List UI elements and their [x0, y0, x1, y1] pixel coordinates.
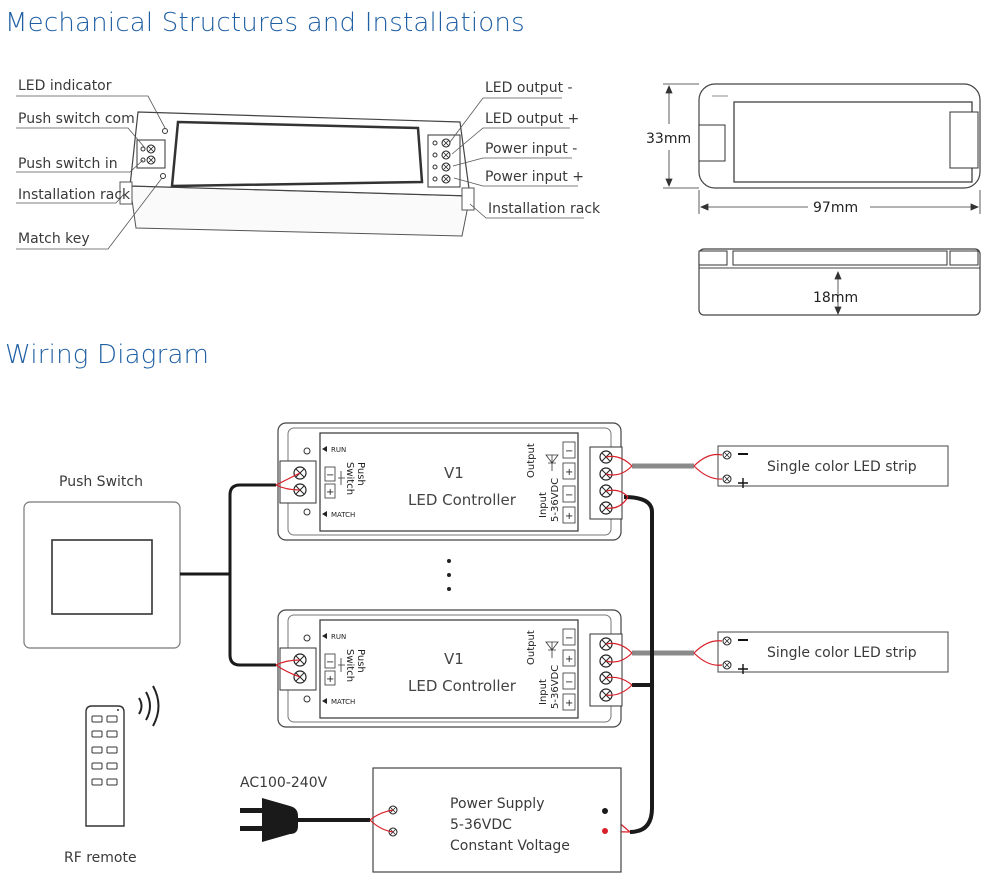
c1-switch: Switch [344, 462, 355, 495]
label-led-indicator: LED indicator [18, 78, 112, 94]
ac-label: AC100-240V [240, 775, 328, 791]
output-cables [605, 453, 723, 666]
c1-run: RUN [331, 446, 346, 454]
left-leaders [16, 95, 166, 250]
c1-out-plus: + [565, 467, 573, 478]
power-bus [605, 489, 654, 834]
rf-remote [85, 685, 160, 827]
c2-in-plus: + [565, 698, 573, 709]
push-switch-wires [180, 483, 276, 667]
push-switch [23, 501, 181, 649]
title-wiring: Wiring Diagram [5, 340, 210, 370]
dim-depth: 18mm [813, 290, 858, 306]
controller-1 [277, 422, 623, 541]
ac-plug [240, 798, 394, 842]
device-side-view [698, 248, 981, 316]
dimension-33 [663, 83, 699, 189]
label-match-key: Match key [18, 231, 90, 247]
device-front-view [698, 83, 981, 189]
right-leaders [449, 97, 584, 219]
c2-match: MATCH [331, 698, 355, 706]
label-led-output-minus: LED output - [485, 80, 573, 96]
c2-push: Push [355, 649, 366, 673]
c2-input: Input [538, 679, 549, 705]
c2-input-volt: 5-36VDC [550, 665, 561, 709]
power-supply [372, 767, 622, 873]
dim-width: 97mm [813, 200, 858, 216]
more-controllers-dots [447, 559, 451, 591]
c1-name: LED Controller [408, 491, 517, 509]
title-mechanical: Mechanical Structures and Installations [5, 8, 525, 38]
label-power-input-plus: Power input + [485, 169, 584, 185]
led-strip-1-label: Single color LED strip [767, 459, 917, 475]
c2-output: Output [526, 630, 537, 665]
c1-match: MATCH [331, 511, 355, 519]
c2-run: RUN [331, 633, 346, 641]
dimension-18 [834, 270, 842, 316]
ps-line1: Power Supply [450, 796, 545, 812]
c1-input: Input [538, 492, 549, 518]
device-perspective [119, 111, 475, 237]
ps-line2: 5-36VDC [450, 817, 512, 833]
led-strip-2 [717, 631, 949, 674]
c1-in-plus: + [565, 511, 573, 522]
led-strip-2-label: Single color LED strip [767, 645, 917, 661]
c1-model: V1 [444, 464, 464, 482]
label-led-output-plus: LED output + [485, 111, 579, 127]
c1-out-minus: − [565, 446, 573, 457]
c2-out-plus: + [565, 654, 573, 665]
c2-sw-plus: + [326, 674, 334, 685]
c1-input-volt: 5-36VDC [550, 478, 561, 522]
ps-line3: Constant Voltage [450, 838, 570, 854]
label-push-switch-in: Push switch in [18, 156, 118, 172]
label-installation-rack-right: Installation rack [488, 201, 601, 217]
c1-sw-plus: + [326, 487, 334, 498]
label-installation-rack-left: Installation rack [18, 187, 131, 203]
dimension-97 [698, 190, 981, 214]
c2-model: V1 [444, 650, 464, 668]
c2-out-minus: − [565, 633, 573, 644]
c2-sw-minus: − [326, 657, 334, 668]
c2-switch: Switch [344, 649, 355, 682]
led-strip-1 [717, 445, 949, 488]
rf-remote-label: RF remote [64, 850, 137, 866]
dim-height: 33mm [646, 131, 691, 147]
c1-sw-minus: − [326, 470, 334, 481]
label-power-input-minus: Power input - [485, 141, 577, 157]
c2-in-minus: − [565, 677, 573, 688]
switch-terminal-wires [275, 472, 301, 678]
c1-push: Push [355, 462, 366, 486]
c2-name: LED Controller [408, 677, 517, 695]
label-push-switch-com: Push switch com [18, 111, 135, 127]
c1-output: Output [526, 443, 537, 478]
push-switch-label: Push Switch [59, 474, 143, 490]
controller-2 [277, 609, 623, 728]
c1-in-minus: − [565, 490, 573, 501]
